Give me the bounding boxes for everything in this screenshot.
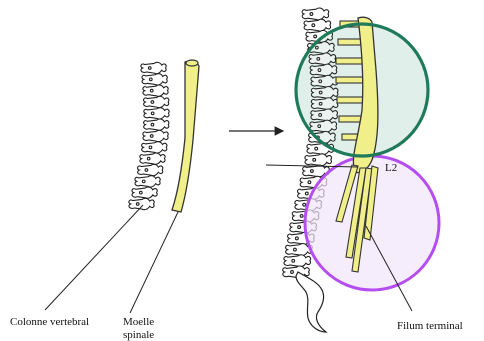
vertebra-foramen — [317, 57, 320, 60]
vertebra-foramen — [319, 80, 322, 83]
vertebra-foramen — [319, 114, 322, 117]
vertebra-foramen — [318, 69, 321, 72]
nerve-root — [337, 97, 364, 103]
left-vertebral-column — [129, 62, 169, 209]
vertebra-foramen — [151, 101, 154, 104]
vertebra — [302, 8, 329, 20]
vertebra-foramen — [147, 157, 150, 160]
vertebra-foramen — [142, 180, 145, 183]
vertebra-foramen — [145, 169, 148, 172]
vertebra — [144, 108, 169, 119]
vertebra-foramen — [312, 24, 315, 27]
moelle-label-line1: Moelle — [123, 316, 154, 328]
vertebra-foramen — [151, 123, 154, 126]
moelle-label-line2: spinale — [123, 329, 154, 341]
nerve-root — [336, 77, 365, 83]
vertebra — [144, 119, 169, 130]
colonne-leader-line — [45, 205, 143, 310]
vertebra — [284, 255, 311, 267]
nerve-root — [336, 58, 365, 64]
vertebra — [142, 74, 167, 85]
vertebra-foramen — [149, 78, 152, 81]
vertebra-foramen — [291, 271, 294, 274]
vertebra — [143, 85, 168, 96]
vertebra-foramen — [319, 91, 322, 94]
vertebra — [143, 130, 168, 141]
vertebra — [132, 187, 157, 198]
vertebra — [141, 62, 166, 73]
vertebra — [305, 154, 332, 166]
moelle-leader-line — [130, 212, 178, 313]
vertebra — [140, 153, 165, 164]
vertebra-foramen — [313, 158, 316, 161]
vertebra-foramen — [293, 248, 296, 251]
vertebra-foramen — [151, 112, 154, 115]
vertebra — [142, 142, 167, 153]
vertebra — [138, 164, 163, 175]
vertebra-foramen — [305, 192, 308, 195]
filum-label: Filum terminal — [397, 320, 463, 332]
l2-label: L2 — [385, 162, 397, 174]
vertebra-foramen — [149, 146, 152, 149]
left-spinal-cord — [172, 60, 199, 212]
vertebra-foramen — [150, 89, 153, 92]
vertebra-foramen — [315, 46, 318, 49]
vertebra — [135, 176, 160, 187]
vertebra — [304, 19, 331, 31]
vertebra-foramen — [150, 135, 153, 138]
vertebra — [144, 96, 169, 107]
vertebra-foramen — [303, 203, 306, 206]
colonne-label: Colonne vertebral — [10, 316, 89, 328]
vertebra-foramen — [310, 13, 313, 16]
vertebra-foramen — [139, 191, 142, 194]
vertebra-foramen — [292, 259, 295, 262]
vertebra-foramen — [298, 226, 301, 229]
vertebra-foramen — [311, 170, 314, 173]
vertebra-foramen — [136, 203, 139, 206]
vertebra-foramen — [300, 215, 303, 218]
vertebra-foramen — [148, 67, 151, 70]
sacrum — [296, 272, 326, 332]
vertebra-foramen — [314, 35, 317, 38]
vertebra-foramen — [295, 237, 298, 240]
vertebra — [129, 198, 154, 209]
vertebra-foramen — [308, 181, 311, 184]
vertebra-foramen — [315, 147, 318, 150]
vertebra-foramen — [318, 125, 321, 128]
vertebra-foramen — [319, 102, 322, 105]
